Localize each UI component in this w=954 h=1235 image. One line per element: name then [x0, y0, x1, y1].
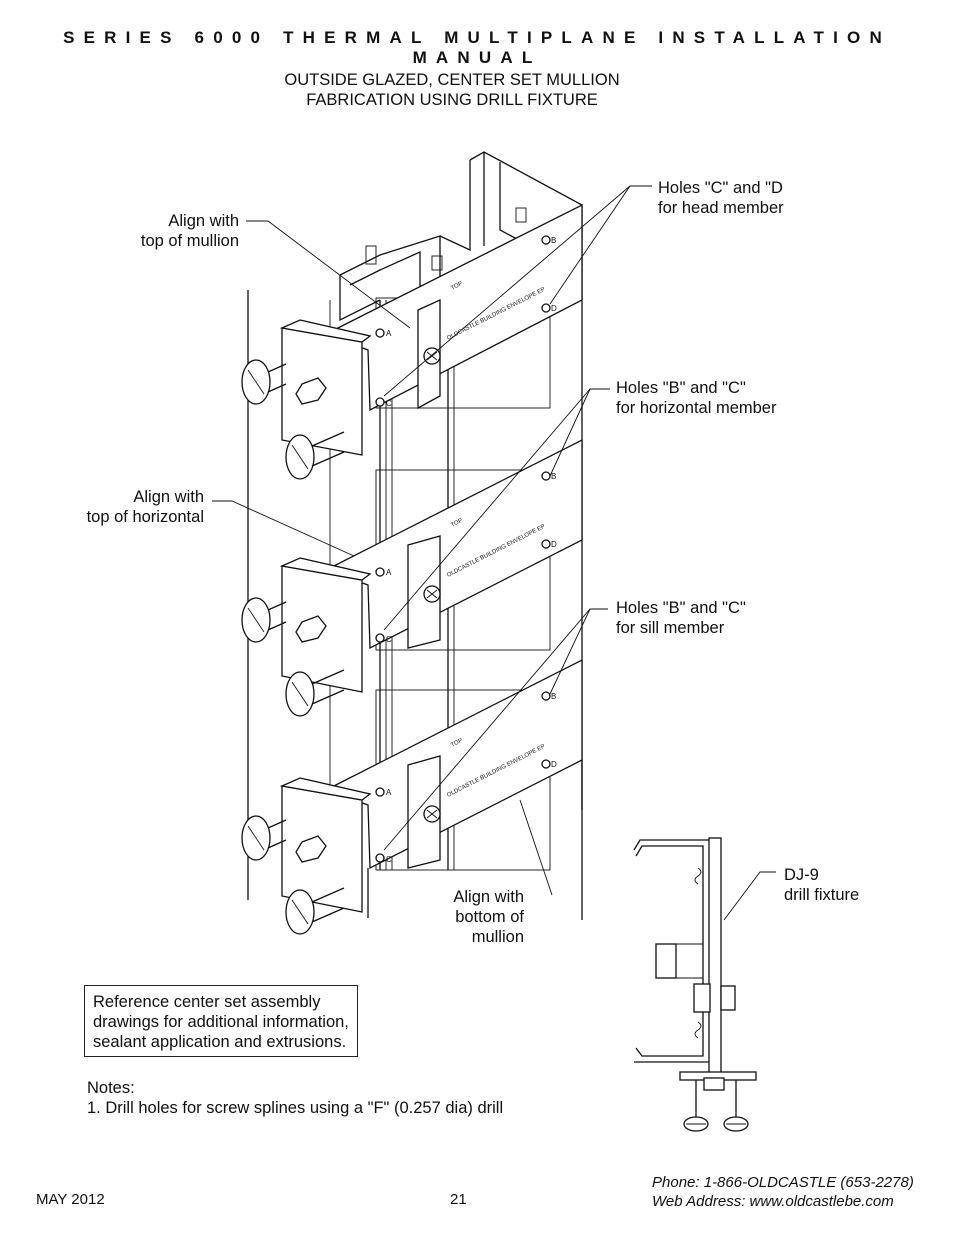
callout-line: bottom of: [455, 908, 524, 926]
reference-line: drawings for additional information,: [93, 1013, 349, 1031]
footer-phone: Phone: 1-866-OLDCASTLE (653-2278): [652, 1174, 914, 1191]
hole-c-label: C: [386, 855, 392, 864]
callout-line: Align with: [453, 888, 524, 906]
subtitle-line-2: FABRICATION USING DRILL FIXTURE: [306, 91, 598, 109]
callout-align-top-mullion: Align with top of mullion: [100, 211, 239, 251]
callout-line: top of horizontal: [86, 508, 204, 526]
plate-top-label: TOP: [450, 738, 464, 749]
hole-a-label: A: [386, 568, 392, 577]
callout-line: for horizontal member: [616, 399, 777, 417]
callout-line: Align with: [133, 488, 204, 506]
callout-holes-head: Holes "C" and "D for head member: [658, 178, 784, 218]
hole-b-label: B: [551, 692, 556, 701]
hole-b-label: B: [551, 236, 556, 245]
fixture-plate-sill: A C B D TOP OLDCASTLE BUILDING ENVELOPE …: [241, 658, 583, 935]
callout-holes-horizontal: Holes "B" and "C" for horizontal member: [616, 378, 776, 418]
callout-line: drill fixture: [784, 886, 860, 904]
fixture-plate-head: A C B D TOP OLDCASTLE BUILDING ENVELOPE …: [241, 203, 583, 480]
callout-line: Holes "C" and "D: [658, 179, 783, 197]
callout-align-top-horizontal: Align with top of horizontal: [60, 487, 204, 527]
callout-line: for sill member: [616, 619, 725, 637]
hole-c-label: C: [386, 399, 392, 408]
hole-a-label: A: [386, 788, 392, 797]
callout-line: DJ-9: [784, 866, 819, 884]
callout-line: Holes "B" and "C": [616, 599, 746, 617]
hole-d-label: D: [551, 760, 557, 769]
callout-line: mullion: [471, 928, 524, 946]
hole-b-label: B: [551, 472, 556, 481]
reference-line: Reference center set assembly: [93, 993, 321, 1011]
callout-line: for head member: [658, 199, 784, 217]
callout-holes-sill: Holes "B" and "C" for sill member: [616, 598, 746, 638]
footer-date: MAY 2012: [36, 1191, 105, 1208]
page-number: 21: [450, 1191, 467, 1208]
hole-d-label: D: [551, 540, 557, 549]
plate-top-label: TOP: [450, 518, 464, 529]
reference-note-box: Reference center set assembly drawings f…: [84, 985, 358, 1057]
callout-line: Align with: [168, 212, 239, 230]
page-subtitle: OUTSIDE GLAZED, CENTER SET MULLION FABRI…: [0, 70, 904, 110]
dj9-section-detail: [633, 837, 757, 1132]
notes-title: Notes:: [87, 1079, 135, 1097]
subtitle-line-1: OUTSIDE GLAZED, CENTER SET MULLION: [284, 71, 620, 89]
hole-d-label: D: [551, 304, 557, 313]
leader-lines: [212, 185, 776, 921]
callout-dj9-fixture: DJ-9 drill fixture: [784, 865, 859, 905]
notes-section: Notes: 1. Drill holes for screw splines …: [87, 1078, 503, 1118]
reference-line: sealant application and extrusions.: [93, 1033, 347, 1051]
manual-title: SERIES 6000 THERMAL MULTIPLANE INSTALLAT…: [63, 28, 891, 67]
hole-a-label: A: [386, 329, 392, 338]
callout-line: top of mullion: [140, 232, 239, 250]
footer-web: Web Address: www.oldcastlebe.com: [652, 1193, 894, 1210]
note-item: 1. Drill holes for screw splines using a…: [87, 1099, 504, 1117]
callout-align-bottom-mullion: Align with bottom of mullion: [420, 887, 524, 947]
callout-line: Holes "B" and "C": [616, 379, 746, 397]
footer-contact: Phone: 1-866-OLDCASTLE (653-2278) Web Ad…: [652, 1173, 914, 1211]
hole-c-label: C: [386, 635, 392, 644]
fixture-plate-horizontal: A C B D TOP OLDCASTLE BUILDING ENVELOPE …: [241, 438, 583, 717]
plate-top-label: TOP: [450, 281, 464, 292]
